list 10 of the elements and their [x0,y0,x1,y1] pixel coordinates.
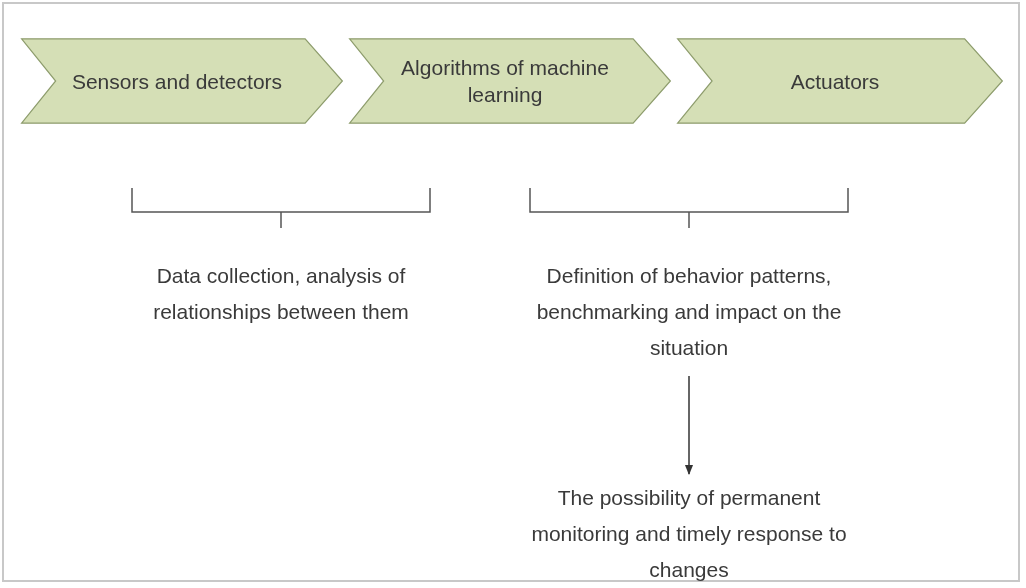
step-label: Actuators [790,68,880,95]
description-text: Definition of behavior patterns, benchmarking and impact on the situation [535,263,843,361]
chevron-step [348,38,672,124]
chevron-step [20,38,344,124]
step-label: Algorithms of machine learning [400,55,610,108]
description-text: Data collection, analysis of relationships between them [152,263,410,325]
description-text: The possibility of permanent monitoring and timely response to changes [530,485,848,583]
step-label: Sensors and detectors [71,68,283,95]
chevron-step [676,38,1004,124]
arrow [684,375,694,476]
